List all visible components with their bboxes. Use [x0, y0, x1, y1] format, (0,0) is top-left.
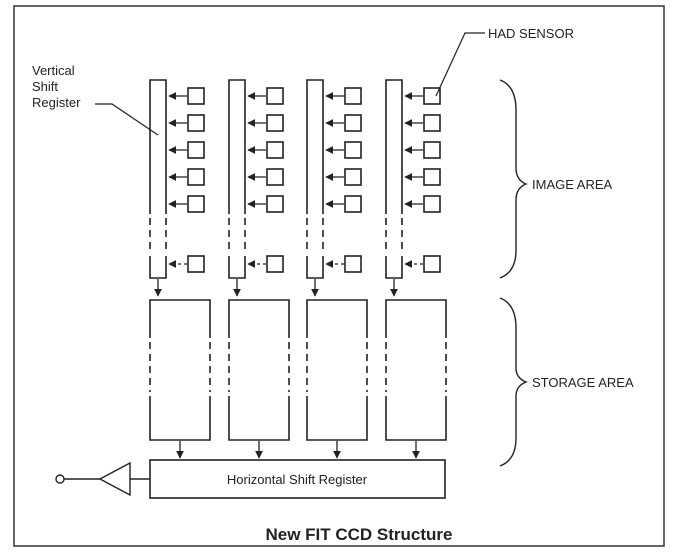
had-sensor-text: HAD SENSOR [488, 26, 574, 41]
had-sensor-cell [423, 87, 441, 105]
storage-register [306, 299, 368, 338]
had-sensor-label: HAD SENSOR [435, 26, 574, 97]
vertical-shift-register-break [228, 218, 246, 254]
had-sensor-cell [423, 168, 441, 186]
vertical-shift-register-break [149, 218, 167, 254]
amplifier-triangle-icon [98, 461, 131, 497]
had-sensor-cell [266, 141, 284, 159]
vertical-shift-register-label: Vertical Shift Register [32, 63, 159, 136]
image-area-label: IMAGE AREA [532, 177, 613, 192]
had-sensor-cell [187, 141, 205, 159]
had-sensor-cell [344, 141, 362, 159]
vsr-label-line-1: Vertical [32, 63, 75, 78]
horizontal-shift-register: Horizontal Shift Register [149, 459, 446, 499]
had-sensor-cell [266, 114, 284, 132]
had-sensor-cell [187, 255, 205, 273]
had-sensor-cell [187, 195, 205, 213]
output-amplifier [55, 461, 150, 497]
vertical-shift-register [306, 79, 324, 214]
had-sensor-cell [344, 195, 362, 213]
had-sensor-cell [423, 195, 441, 213]
storage-area-label: STORAGE AREA [532, 375, 634, 390]
vsr-label-line-3: Register [32, 95, 81, 110]
vsr-leader-line [95, 103, 159, 136]
output-terminal-icon [55, 474, 65, 484]
vertical-shift-register [306, 256, 324, 279]
vertical-shift-register [385, 256, 403, 279]
had-sensor-cell [423, 141, 441, 159]
vertical-shift-register [228, 256, 246, 279]
vertical-shift-register-break [385, 218, 403, 254]
vsr-label-line-2: Shift [32, 79, 58, 94]
had-sensor-cell [187, 87, 205, 105]
ccd-columns [149, 79, 447, 459]
vertical-shift-register-break [306, 218, 324, 254]
diagram-title: New FIT CCD Structure [265, 525, 452, 544]
had-sensor-cell [266, 168, 284, 186]
storage-register [306, 396, 368, 441]
vertical-shift-register [385, 79, 403, 214]
storage-register-break [228, 342, 290, 392]
storage-register-break [306, 342, 368, 392]
had-sensor-leader-line [435, 32, 485, 97]
storage-register-break [385, 342, 447, 392]
had-sensor-cell [344, 168, 362, 186]
had-sensor-cell [423, 114, 441, 132]
storage-register [228, 299, 290, 338]
storage-register [149, 299, 211, 338]
image-area-brace: IMAGE AREA [499, 79, 613, 279]
had-sensor-cell [344, 114, 362, 132]
had-sensor-cell [187, 168, 205, 186]
storage-area-brace: STORAGE AREA [499, 297, 634, 467]
storage-register [385, 299, 447, 338]
vertical-shift-register [228, 79, 246, 214]
had-sensor-cell [344, 255, 362, 273]
storage-register [385, 396, 447, 441]
had-sensor-cell [266, 87, 284, 105]
vertical-shift-register [149, 79, 167, 214]
diagram-frame [13, 5, 665, 547]
vertical-shift-register [149, 256, 167, 279]
had-sensor-cell [423, 255, 441, 273]
had-sensor-cell [266, 195, 284, 213]
had-sensor-cell [344, 87, 362, 105]
had-sensor-cell [266, 255, 284, 273]
had-sensor-cell [187, 114, 205, 132]
storage-register [228, 396, 290, 441]
horizontal-shift-register-label: Horizontal Shift Register [227, 472, 368, 487]
storage-register-break [149, 342, 211, 392]
storage-register [149, 396, 211, 441]
